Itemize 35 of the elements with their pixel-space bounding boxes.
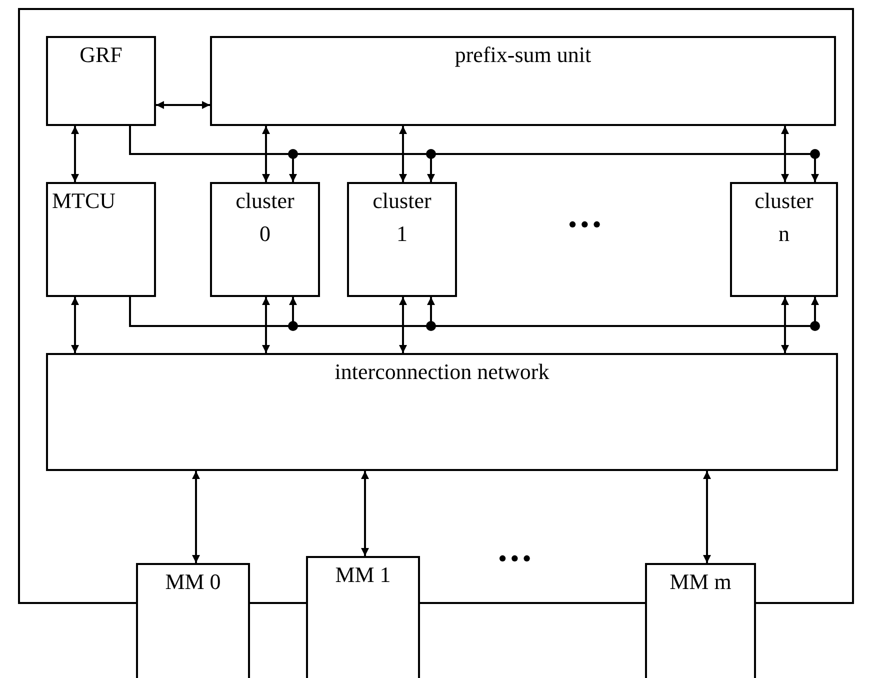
node-label: MTCU bbox=[52, 187, 116, 215]
memory-module-box bbox=[306, 556, 420, 678]
connector-arrow bbox=[262, 126, 270, 182]
connector-arrow bbox=[192, 471, 200, 563]
node-label: MM 1 bbox=[335, 561, 391, 589]
connector-arrow bbox=[781, 297, 789, 353]
connector-arrow bbox=[399, 126, 407, 182]
node-label: MM m bbox=[670, 568, 732, 596]
memory-module-box bbox=[645, 563, 756, 678]
connector-arrow bbox=[361, 471, 369, 556]
connector-arrow bbox=[703, 471, 711, 563]
node-label: cluster 0 bbox=[234, 187, 296, 248]
control-unit-box bbox=[46, 182, 156, 297]
connector-arrow bbox=[71, 126, 79, 182]
connector-arrow bbox=[262, 297, 270, 353]
connector-arrow bbox=[399, 297, 407, 353]
network-box bbox=[46, 353, 838, 471]
cluster-box bbox=[347, 182, 457, 297]
ellipsis: ••• bbox=[498, 546, 534, 572]
memory-module-box bbox=[136, 563, 250, 678]
node-label: interconnection network bbox=[334, 358, 550, 386]
node-label: MM 0 bbox=[165, 568, 221, 596]
node-label: cluster n bbox=[754, 187, 814, 248]
ellipsis: ••• bbox=[568, 212, 604, 238]
connector-arrow bbox=[71, 297, 79, 353]
connector-arrow bbox=[156, 101, 210, 109]
system-frame bbox=[18, 8, 854, 604]
cluster-box bbox=[730, 182, 838, 297]
node-label: prefix-sum unit bbox=[454, 41, 592, 69]
node-label: GRF bbox=[80, 41, 122, 69]
unit-box bbox=[210, 36, 836, 126]
register-box bbox=[46, 36, 156, 126]
node-label: cluster 1 bbox=[372, 187, 432, 248]
cluster-box bbox=[210, 182, 320, 297]
connector-arrow bbox=[781, 126, 789, 182]
